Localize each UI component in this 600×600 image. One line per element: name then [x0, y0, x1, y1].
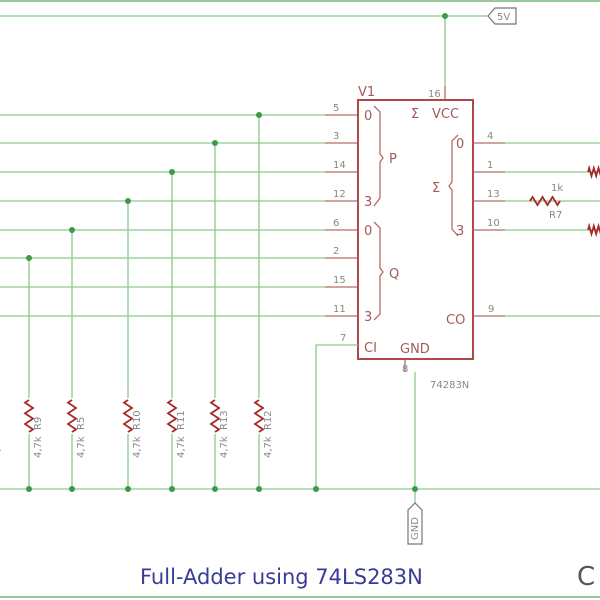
- junction: [313, 486, 319, 492]
- pin-label: 3: [456, 224, 464, 239]
- pin-gnd-num: 8: [402, 364, 408, 375]
- pulldown-resistor-r11: R11 4,7k: [166, 169, 187, 492]
- pin-number: 11: [333, 304, 346, 315]
- resistor-symbol: [122, 399, 134, 433]
- ic-group-sum: Σ: [432, 181, 440, 196]
- ground-text: GND: [410, 517, 421, 540]
- output-pin-4: 40: [456, 131, 600, 152]
- pin-co-num: 9: [488, 304, 494, 315]
- ic-co-label: CO: [446, 313, 465, 328]
- pin-ci-num: 7: [340, 333, 346, 344]
- resistor-ref: R11: [176, 410, 187, 430]
- resistor-r7: [529, 195, 561, 207]
- pin-number: 3: [333, 131, 339, 142]
- supply-text: 5V: [497, 12, 510, 23]
- r7-value: 1k: [551, 183, 563, 194]
- pin-number: 13: [487, 189, 500, 200]
- ic-body: [357, 99, 474, 360]
- resistor-symbol: [66, 399, 78, 433]
- resistor-ref: R13: [219, 410, 230, 430]
- input-pin-3: 3: [0, 131, 358, 144]
- pin-number: 6: [333, 218, 339, 229]
- resistor-value: 4,7k: [263, 436, 274, 458]
- pin-number: 2: [333, 246, 339, 257]
- pin-vcc-num: 16: [428, 89, 441, 100]
- pulldown-resistor-r13: R13 4,7k: [209, 140, 230, 492]
- pin-label: 0: [456, 137, 464, 152]
- pulldown-resistor-r5: R5 4,7k: [66, 227, 87, 492]
- ic-ref: V1: [358, 85, 375, 100]
- pin-label: 3: [364, 310, 372, 325]
- corner-logo-text: C: [577, 562, 595, 592]
- input-pin-12: 12: [0, 189, 358, 202]
- input-pin-11: 11: [0, 304, 358, 317]
- output-pin-1: 1: [473, 160, 600, 173]
- junction: [442, 13, 448, 19]
- ic-group-q: Q: [389, 267, 399, 282]
- input-pin-6: 6: [0, 218, 358, 231]
- pin-number: 4: [487, 131, 493, 142]
- resistor-ref: R2: [0, 417, 3, 430]
- diagram-title: Full-Adder using 74LS283N: [140, 565, 423, 589]
- input-pin-15: 15: [0, 275, 358, 288]
- pin-number: 12: [333, 189, 346, 200]
- output-resistor: [587, 222, 600, 238]
- resistor-value: 4,7k: [132, 436, 143, 458]
- resistor-ref: R10: [132, 410, 143, 430]
- resistor-value: 4,7k: [219, 436, 230, 458]
- resistor-value: 4,7k: [176, 436, 187, 458]
- input-pin-14: 14: [0, 160, 358, 173]
- r7-ref: R7: [549, 210, 562, 221]
- pulldown-resistor-r9: R9 4,7k: [23, 255, 44, 492]
- pin-label: 0: [364, 109, 372, 124]
- pulldown-resistor-r2: R2 4,7k: [0, 417, 3, 458]
- resistor-symbol: [209, 399, 221, 433]
- output-pin-13: 13: [473, 189, 600, 202]
- supply-5v-label: 5V: [487, 7, 517, 25]
- pin-label: 3: [364, 195, 372, 210]
- ic-part: 74283N: [430, 380, 469, 391]
- input-pin-5: 5: [0, 103, 358, 116]
- ic-vcc-label: VCC: [432, 107, 459, 122]
- ic-74283: V1 16 Σ VCC GND 8 CI CO 7 9 74283N P Q Σ: [340, 85, 494, 391]
- ci-wire: [315, 344, 358, 489]
- resistor-symbol: [23, 399, 35, 433]
- pin-label: 0: [364, 224, 372, 239]
- pin-number: 14: [333, 160, 346, 171]
- pulldown-resistor-r12: R12 4,7k: [253, 112, 274, 492]
- output-resistor: [587, 164, 600, 180]
- ic-sigma: Σ: [411, 107, 419, 122]
- ic-group-p: P: [389, 152, 397, 167]
- resistor-ref: R12: [263, 410, 274, 430]
- pin-number: 15: [333, 275, 346, 286]
- pin-number: 1: [487, 160, 493, 171]
- junction: [412, 486, 418, 492]
- resistor-ref: R5: [76, 417, 87, 430]
- resistor-symbol: [253, 399, 265, 433]
- resistor-symbol: [166, 399, 178, 433]
- pin-number: 5: [333, 103, 339, 114]
- ground-symbol: GND: [407, 502, 423, 545]
- pulldown-resistor-r10: R10 4,7k: [122, 198, 143, 492]
- ic-gnd-label: GND: [400, 342, 430, 357]
- pin-number: 10: [487, 218, 500, 229]
- input-pin-2: 2: [0, 246, 358, 259]
- resistor-value: 4,7k: [76, 436, 87, 458]
- resistor-value: 4,7k: [33, 436, 44, 458]
- ic-ci-label: CI: [364, 341, 377, 356]
- output-pin-10: 10 3: [456, 218, 600, 239]
- resistor-value: 4,7k: [0, 436, 3, 458]
- resistor-ref: R9: [33, 417, 44, 430]
